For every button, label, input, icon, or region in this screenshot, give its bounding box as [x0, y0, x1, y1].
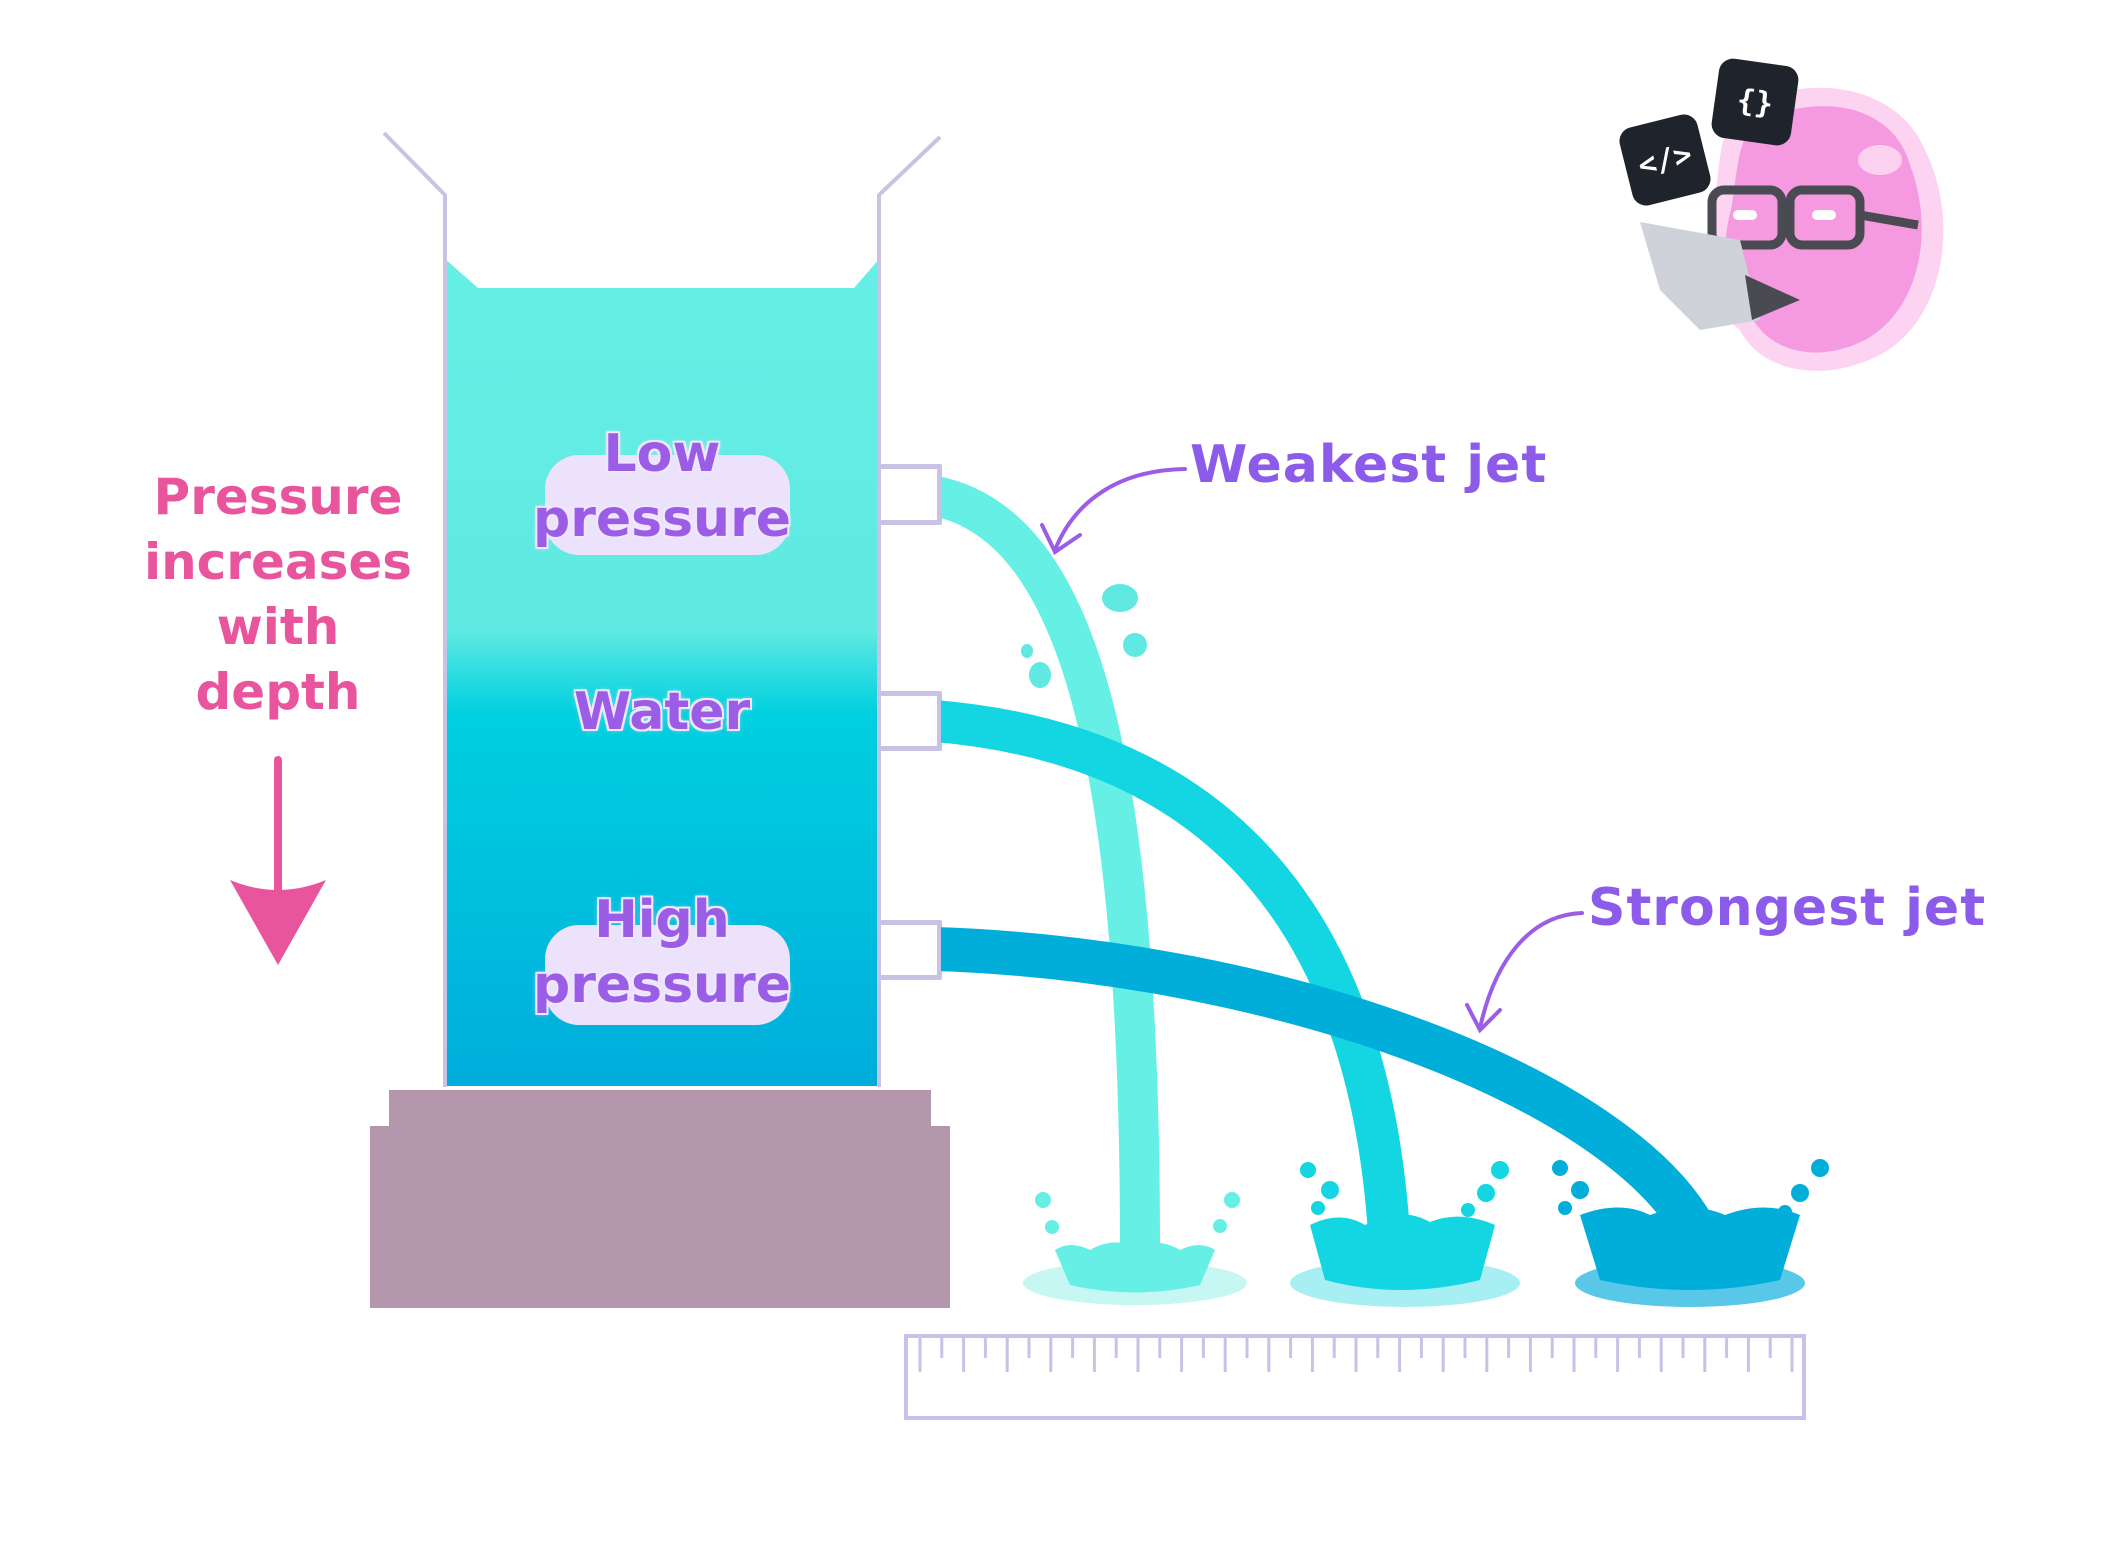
high-pressure-label-bg: [545, 925, 790, 1025]
middle-jet: [933, 700, 1411, 1252]
low-pressure-label-line1: Low: [603, 424, 721, 484]
braces-tag-icon: {}: [1709, 56, 1801, 148]
splash-pool-middle: [1290, 1161, 1520, 1307]
pressure-arrow: [230, 756, 326, 965]
callout-arrows: [1040, 467, 1584, 1034]
weakest-callout-arrow: [1053, 467, 1187, 552]
splash-drops-top: [1021, 584, 1147, 688]
low-pressure-label-bg: [545, 455, 790, 555]
pressure-depth-note: Pressure increases with depth: [128, 465, 428, 725]
high-pressure-label-line1: High: [594, 890, 730, 950]
mascot: [1640, 87, 1944, 371]
low-pressure-label-line2: pressure: [533, 489, 791, 549]
pressure-note-line1: Pressure: [153, 468, 403, 526]
splash-pool-strong: [1552, 1159, 1829, 1307]
high-pressure-label: High pressure: [532, 888, 792, 1018]
pressure-note-line4: depth: [195, 663, 361, 721]
weakest-jet: [926, 475, 1160, 1251]
water-label: Water: [573, 682, 751, 742]
weakest-jet-label: Weakest jet: [1190, 435, 1548, 495]
pressure-note-line3: with: [216, 598, 340, 656]
low-pressure-label: Low pressure: [532, 422, 792, 552]
splash-pool-weak: [1023, 1192, 1247, 1305]
pressure-note-line2: increases: [143, 533, 413, 591]
tank-stand: [370, 1090, 950, 1308]
ruler: [904, 1334, 1806, 1420]
strongest-callout-arrow: [1478, 911, 1584, 1030]
strongest-jet-label: Strongest jet: [1588, 878, 1987, 938]
high-pressure-label-line2: pressure: [533, 955, 791, 1015]
nozzles: [877, 465, 941, 979]
strongest-jet: [934, 927, 1720, 1250]
